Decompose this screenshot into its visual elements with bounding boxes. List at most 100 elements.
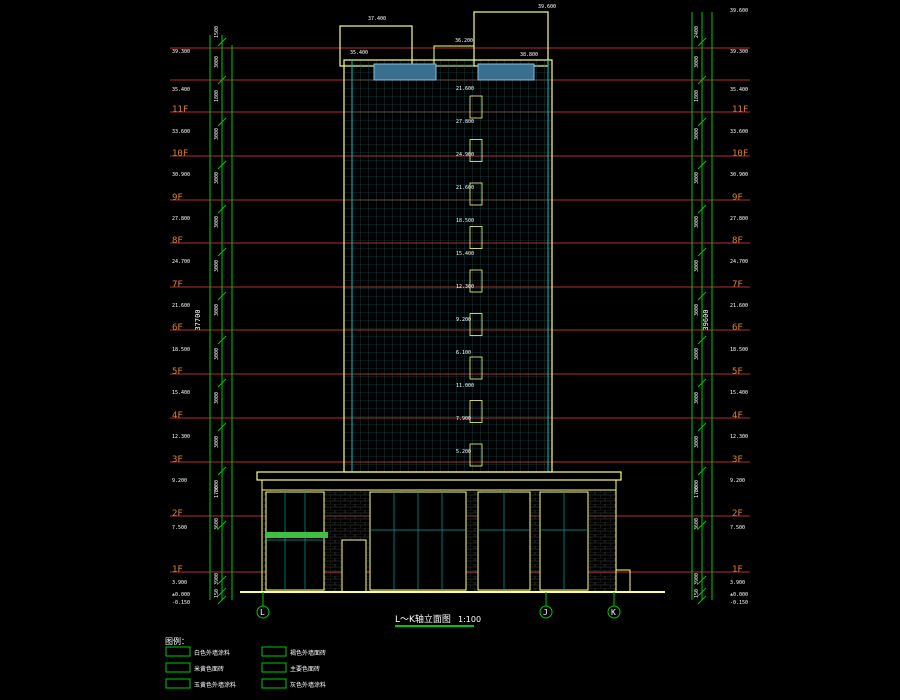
floor-label: 5F <box>172 367 183 377</box>
dimension-label: 3000 <box>694 348 700 360</box>
dimension-label: 3000 <box>214 480 220 492</box>
legend-item-label: 米黄色面砖 <box>194 665 224 673</box>
elevation-label: 12.300 <box>172 434 190 440</box>
dimension-tick <box>217 204 227 214</box>
dimension-tick <box>697 466 707 476</box>
dimension-tick <box>697 378 707 388</box>
dimension-tick <box>217 160 227 170</box>
dimension-label: 3600 <box>214 518 220 530</box>
legend-item-label: 玉黄色外墙涂料 <box>194 681 236 689</box>
dimension-label: 3000 <box>694 436 700 448</box>
elevation-label: 30.900 <box>730 172 748 178</box>
floor-label: 9F <box>172 193 183 203</box>
floor-mark-label: 5.200 <box>456 449 471 455</box>
tower-block <box>339 11 553 473</box>
floor-mark-label: 7.900 <box>456 416 471 422</box>
dimension-label: 3000 <box>214 348 220 360</box>
legend-swatch <box>261 646 287 657</box>
grid-axis-label: J <box>543 608 548 617</box>
elevation-label: 15.400 <box>172 390 190 396</box>
dimension-tick <box>217 247 227 257</box>
dimension-label: 3000 <box>214 128 220 140</box>
elevation-label: 27.800 <box>730 216 748 222</box>
floor-mark-label: 9.200 <box>456 317 471 323</box>
dimension-label: 3000 <box>214 172 220 184</box>
roof-elevation-label: 39.600 <box>538 4 556 10</box>
floor-label: 8F <box>732 236 743 246</box>
floor-mark-label: 27.800 <box>456 119 474 125</box>
right-dimension-chain <box>691 12 713 600</box>
tower-window <box>469 95 483 119</box>
dimension-label: 1800 <box>694 90 700 102</box>
floor-label: 10F <box>732 149 748 159</box>
legend-swatch <box>261 662 287 673</box>
left-elevation-labels: 39.30035.40033.60030.90027.80024.70021.6… <box>172 49 190 606</box>
tower-window-column <box>469 95 483 467</box>
floor-label: 3F <box>732 455 743 465</box>
dimension-tick <box>697 335 707 345</box>
tower-window <box>469 313 483 336</box>
dimension-label: 3000 <box>694 56 700 68</box>
elevation-label: 15.400 <box>730 390 748 396</box>
elevation-label: ±0.000 <box>730 592 748 598</box>
dimension-label: 3900 <box>694 573 700 585</box>
dimension-label: 1500 <box>214 26 220 38</box>
grid-axis-label: K <box>611 608 616 617</box>
elevation-label: 39.300 <box>172 49 190 55</box>
elevation-label: 7.500 <box>730 525 745 531</box>
dimension-label: 3000 <box>214 304 220 316</box>
legend-swatch <box>261 678 287 689</box>
elevation-label: 27.800 <box>172 216 190 222</box>
total-height-left: 37700 <box>194 309 202 330</box>
legend-swatch <box>165 646 191 657</box>
dimension-tick <box>217 587 227 597</box>
tower-window <box>469 443 483 467</box>
tower-window <box>469 356 483 380</box>
dimension-tick <box>697 595 707 605</box>
elevation-label: 3.900 <box>172 580 187 586</box>
legend-heading: 图例： <box>165 636 189 646</box>
dimension-label: 3000 <box>694 216 700 228</box>
elevation-label: 39.300 <box>730 49 748 55</box>
grid-axis-label: L <box>260 608 265 617</box>
floor-mark-label: 11.000 <box>456 383 474 389</box>
floor-label: 7F <box>732 280 743 290</box>
roof-railing-left <box>373 63 437 81</box>
roof-railing-right <box>477 63 535 81</box>
dimension-tick <box>697 117 707 127</box>
dimension-label: 1800 <box>214 90 220 102</box>
elevation-label: 33.600 <box>172 129 190 135</box>
legend: 白色外墙涂料褐色外墙面砖米黄色面砖主要色面砖玉黄色外墙涂料灰色外墙涂料 <box>165 646 326 689</box>
floor-label: 11F <box>732 105 748 115</box>
floor-label: 8F <box>172 236 183 246</box>
dimension-tick <box>217 117 227 127</box>
dimension-tick <box>697 204 707 214</box>
floor-label: 4F <box>172 411 183 421</box>
elevation-label: 24.700 <box>172 259 190 265</box>
elevation-label: ±0.000 <box>172 592 190 598</box>
dimension-label: 3000 <box>214 56 220 68</box>
left-dimension-labels: 1500300018003000300030003000300030003000… <box>214 26 227 605</box>
floor-label: 3F <box>172 455 183 465</box>
elevation-label: -0.150 <box>172 600 190 606</box>
roof-elevation-label: 35.400 <box>350 50 368 56</box>
legend-item-label: 灰色外墙涂料 <box>290 681 326 689</box>
floor-label: 1F <box>732 565 743 575</box>
floor-label: 1F <box>172 565 183 575</box>
elevation-label: 9.200 <box>730 478 745 484</box>
canopy-band <box>266 532 328 538</box>
elevation-label: 12.300 <box>730 434 748 440</box>
dimension-tick <box>217 422 227 432</box>
roof-elevation-label: 38.800 <box>520 52 538 58</box>
dimension-label: 3000 <box>694 480 700 492</box>
dimension-label: 3600 <box>694 518 700 530</box>
floor-label: 6F <box>732 323 743 333</box>
floor-mark-label: 15.400 <box>456 251 474 257</box>
legend-item-label: 主要色面砖 <box>290 665 320 673</box>
legend-swatch <box>165 662 191 673</box>
left-dimension-chain <box>209 35 233 600</box>
floor-label: 2F <box>732 509 743 519</box>
podium-block <box>256 471 631 593</box>
